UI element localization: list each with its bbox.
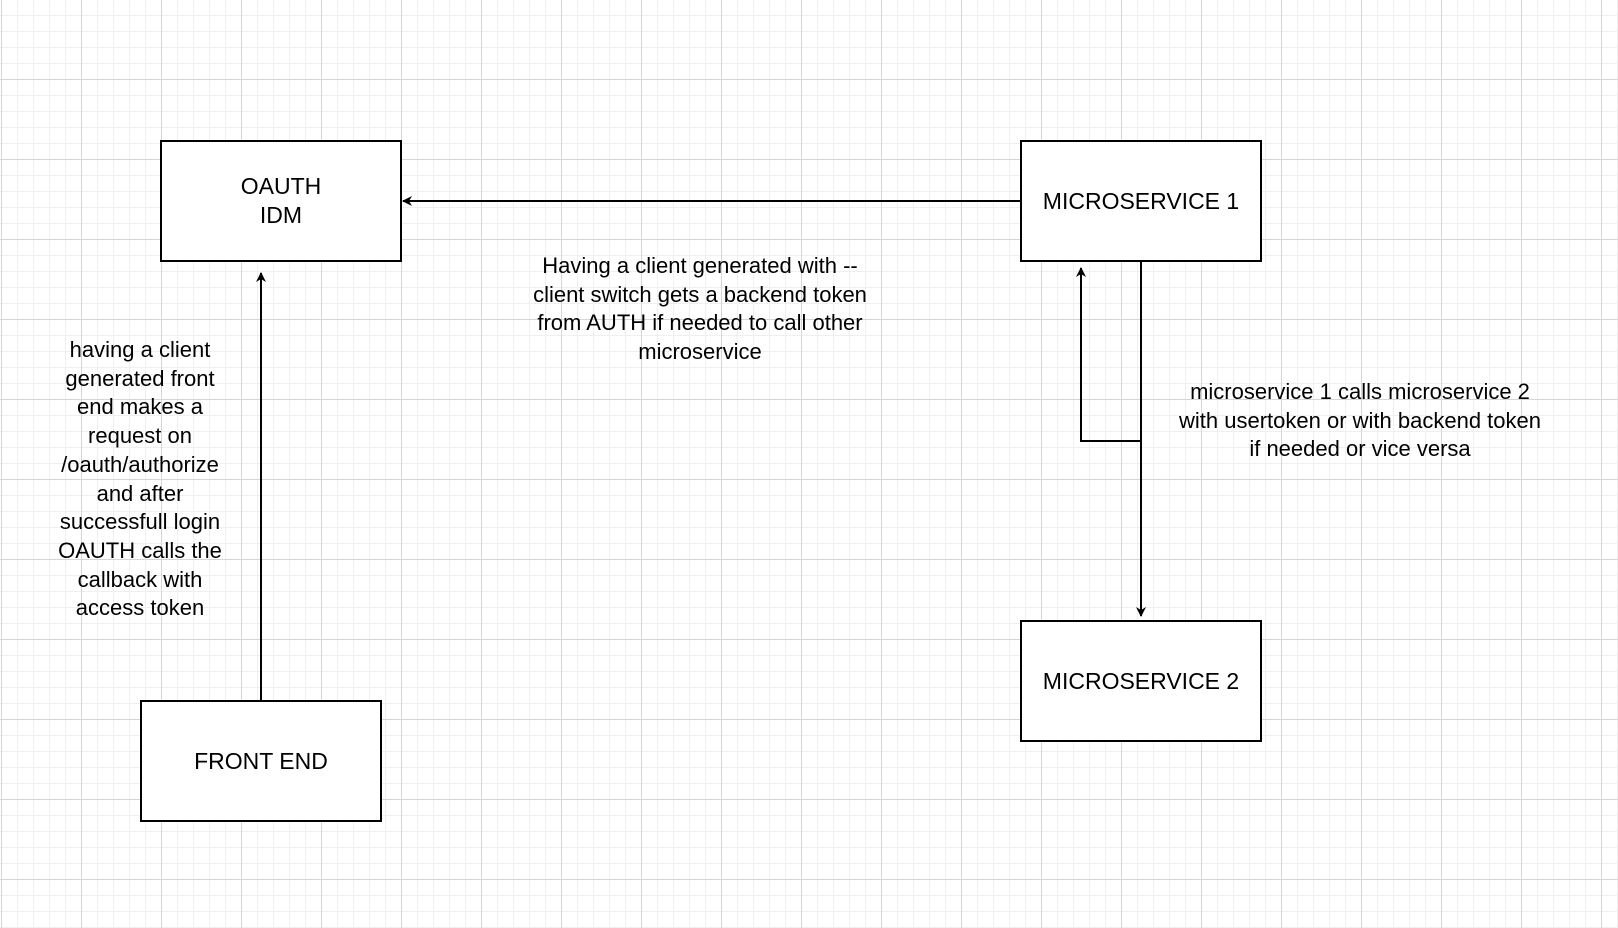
microservice-2-label: MICROSERVICE 2 — [1042, 667, 1240, 694]
frontend-to-oauth-label: having a client generated front end make… — [58, 337, 222, 621]
arrow-ms2-back-to-ms1[interactable] — [1076, 267, 1141, 442]
ms1-to-oauth-label: Having a client generated with -- client… — [533, 253, 867, 365]
ms1-to-ms2-label: microservice 1 calls microservice 2 with… — [1179, 379, 1541, 462]
microservice-1-label: MICROSERVICE 1 — [1042, 187, 1240, 214]
front-end-box[interactable]: FRONT END — [140, 700, 382, 822]
oauth-idm-label: OAUTH IDM — [240, 173, 322, 228]
microservice-2-box[interactable]: MICROSERVICE 2 — [1020, 620, 1262, 742]
front-end-label: FRONT END — [194, 747, 328, 774]
oauth-idm-box[interactable]: OAUTH IDM — [160, 140, 402, 262]
microservice-1-box[interactable]: MICROSERVICE 1 — [1020, 140, 1262, 262]
